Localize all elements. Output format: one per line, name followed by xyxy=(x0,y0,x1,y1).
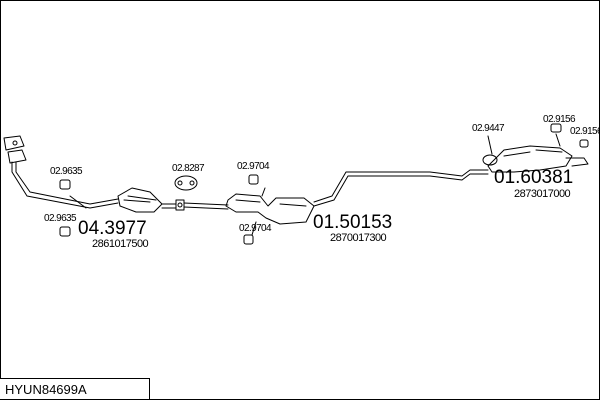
part-number: 01.50153 xyxy=(313,212,392,233)
fitting-label: 02.9156 xyxy=(570,126,600,137)
oem-number: 2870017300 xyxy=(330,232,387,244)
fitting-label: 02.9704 xyxy=(239,223,272,234)
clamp-icon xyxy=(175,199,185,211)
fitting-label: 02.9704 xyxy=(237,161,270,172)
fitting-label: 02.9447 xyxy=(472,123,505,134)
rubber-mount-icon xyxy=(243,123,589,245)
fitting-label: 02.9635 xyxy=(44,213,77,224)
fitting-label: 02.8287 xyxy=(172,163,205,174)
gasket-icon xyxy=(174,175,198,191)
leader-lines xyxy=(69,133,561,236)
rear-pipe-shape xyxy=(313,169,489,207)
front-pipe-shape xyxy=(11,161,119,209)
part-number: 01.60381 xyxy=(494,167,573,188)
fitting-label: 02.9156 xyxy=(543,114,576,125)
model-code-box: HYUN84699A xyxy=(0,378,150,399)
front-flange-icon xyxy=(3,135,27,164)
model-code: HYUN84699A xyxy=(5,382,87,397)
hanger-icon xyxy=(59,179,71,237)
fitting-label: 02.9635 xyxy=(50,166,83,177)
oem-number: 2873017000 xyxy=(514,188,571,200)
part-number: 04.3977 xyxy=(78,218,147,239)
middle-silencer-icon xyxy=(225,193,315,225)
rear-silencer-icon xyxy=(487,145,589,173)
catalytic-converter-icon xyxy=(117,187,177,213)
intermediate-pipe-shape xyxy=(183,202,229,210)
oem-number: 2861017500 xyxy=(92,238,149,250)
